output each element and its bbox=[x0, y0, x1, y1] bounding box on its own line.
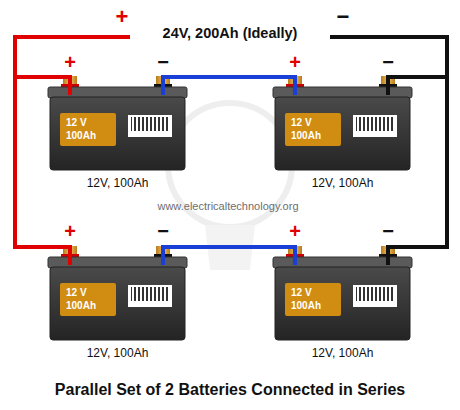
battery-rating-tag: 12 V 100Ah bbox=[285, 283, 341, 316]
battery-rating: 12 V 100Ah bbox=[66, 287, 110, 312]
terminal-sign: + bbox=[289, 220, 301, 242]
battery-rating-tag: 12 V 100Ah bbox=[60, 283, 116, 316]
battery-box: 12 V 100Ah12V, 100Ah bbox=[50, 95, 185, 170]
battery-box: 12 V 100Ah12V, 100Ah bbox=[275, 265, 410, 340]
battery-caption: 12V, 100Ah bbox=[312, 176, 374, 190]
positive-wire bbox=[15, 37, 130, 79]
battery-rating: 12 V 100Ah bbox=[291, 287, 335, 312]
terminal-sign: − bbox=[337, 5, 350, 29]
watermark: www.electricaltechnology.org bbox=[157, 200, 298, 212]
terminal-sign: − bbox=[157, 220, 169, 242]
battery-caption: 12V, 100Ah bbox=[87, 346, 149, 360]
terminal-sign: + bbox=[116, 5, 129, 29]
battery-rating: 12 V 100Ah bbox=[291, 117, 335, 142]
rating-label: 24V, 200Ah (Ideally) bbox=[163, 26, 298, 42]
negative-wire bbox=[330, 37, 447, 79]
terminal-sign: + bbox=[289, 51, 301, 73]
wire-connector bbox=[163, 77, 295, 95]
battery-caption: 12V, 100Ah bbox=[87, 176, 149, 190]
terminal-sign: + bbox=[64, 51, 76, 73]
terminal-sign: − bbox=[382, 51, 394, 73]
wire-connector bbox=[388, 77, 447, 265]
battery-box: 12 V 100Ah12V, 100Ah bbox=[275, 95, 410, 170]
battery-caption: 12V, 100Ah bbox=[312, 346, 374, 360]
battery-box: 12 V 100Ah12V, 100Ah bbox=[50, 265, 185, 340]
terminal-sign: + bbox=[64, 220, 76, 242]
battery-rating: 12 V 100Ah bbox=[66, 117, 110, 142]
wire-connector bbox=[15, 77, 70, 265]
wire-connector bbox=[163, 247, 295, 265]
terminal-sign: − bbox=[382, 220, 394, 242]
battery-rating-tag: 12 V 100Ah bbox=[285, 113, 341, 146]
terminal-sign: − bbox=[157, 51, 169, 73]
battery-rating-tag: 12 V 100Ah bbox=[60, 113, 116, 146]
diagram-caption: Parallel Set of 2 Batteries Connected in… bbox=[55, 381, 405, 399]
